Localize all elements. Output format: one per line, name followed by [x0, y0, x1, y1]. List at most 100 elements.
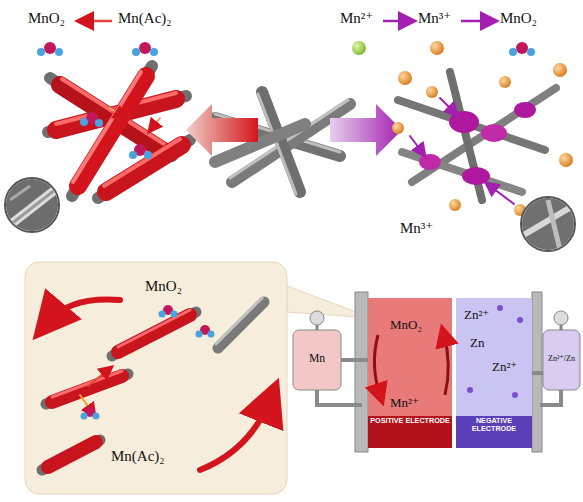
illustration-shape [456, 298, 532, 448]
illustration-shape [218, 302, 264, 348]
illustration-shape [456, 416, 532, 448]
illustration-shape [196, 331, 203, 338]
illustration-shape [440, 98, 454, 112]
illustration-shape [532, 292, 542, 452]
illustration-shape [152, 118, 160, 128]
illustration-shape [410, 136, 422, 152]
illustration-shape [368, 416, 452, 448]
illustration-shape [449, 111, 479, 133]
sem-image [520, 196, 576, 252]
illustration-shape [540, 390, 561, 405]
illustration-shape [548, 200, 560, 250]
tank-label: Mn [293, 352, 341, 365]
species-label: MnO₂ [500, 10, 537, 27]
illustration-shape [520, 196, 576, 252]
species-label: Mn(Ac)₂ [111, 448, 165, 465]
illustration-shape [514, 102, 536, 118]
illustration-shape [93, 413, 100, 420]
species-label: Mn³⁺ [400, 220, 433, 237]
illustration-shape [316, 325, 319, 330]
illustration-shape [444, 335, 448, 395]
illustration-shape [129, 151, 137, 159]
illustration-shape [559, 153, 573, 167]
illustration-shape [52, 371, 122, 397]
tank-label: Zn²⁺/Zn [543, 354, 580, 363]
illustration-shape [46, 374, 128, 404]
illustration-shape [499, 76, 511, 88]
illustration-shape [560, 325, 563, 330]
illustration-shape [118, 315, 190, 352]
illustration-shape [73, 72, 141, 182]
illustration-shape [449, 199, 461, 211]
illustration-shape [355, 292, 368, 452]
illustration-shape [517, 317, 523, 323]
illustration-shape [310, 311, 324, 325]
illustration-shape [98, 140, 190, 198]
illustration-shape [293, 330, 341, 390]
illustration-shape [55, 48, 63, 56]
illustration-shape [554, 311, 568, 325]
illustration-shape [516, 42, 528, 54]
illustration-shape [453, 298, 455, 448]
illustration-shape [4, 178, 60, 234]
illustration-shape [412, 88, 556, 182]
illustration-shape [10, 186, 30, 200]
illustration-shape [88, 370, 108, 386]
illustration-shape [216, 298, 262, 344]
illustration-shape [42, 440, 100, 470]
molecule-icons [37, 41, 535, 56]
illustration-shape [95, 119, 103, 127]
illustration-shape [402, 152, 522, 192]
illustration-shape [426, 86, 438, 98]
illustration-shape [512, 392, 518, 398]
illustration-shape [553, 63, 567, 77]
reaction-arrow [383, 20, 408, 23]
illustration-shape [80, 118, 88, 126]
pipe-connector [341, 358, 368, 362]
deposit-rods [392, 63, 573, 216]
flow-battery [293, 292, 580, 452]
species-label: Mn²⁺ [340, 10, 373, 27]
illustration-shape [48, 442, 96, 467]
illustration-shape [509, 48, 517, 56]
illustration-shape [467, 387, 473, 393]
illustration-shape [430, 41, 444, 55]
illustration-shape [171, 311, 178, 318]
reaction-arrow [461, 20, 490, 23]
electrolyte-tank: Mn [293, 330, 341, 390]
sem-image [4, 178, 60, 234]
species-label: Mn(Ac)₂ [118, 10, 172, 27]
illustration-shape [398, 71, 412, 85]
illustration-shape [144, 151, 152, 159]
illustration-shape [392, 122, 404, 134]
electrode-label: NEGATIVE ELECTRODE [456, 417, 532, 434]
process-arrow [330, 104, 402, 156]
process-arrow [186, 104, 258, 156]
illustration-shape [132, 48, 140, 56]
inset-panel [25, 262, 287, 494]
species-label: MnO₂ [390, 318, 422, 333]
illustration-shape [106, 145, 182, 192]
species-label: Zn²⁺ [492, 360, 517, 375]
illustration-shape [490, 186, 514, 204]
illustration-shape [44, 42, 56, 54]
illustration-shape [497, 305, 503, 311]
illustration-shape [118, 310, 190, 347]
illustration-shape [6, 186, 60, 228]
species-label: Zn²⁺ [464, 308, 489, 323]
species-label: MnO₂ [145, 278, 182, 295]
illustration-shape [352, 41, 366, 55]
pipe-connector [532, 371, 543, 375]
illustration-shape [521, 197, 575, 251]
illustration-shape [104, 139, 180, 186]
illustration-shape [159, 311, 166, 318]
inset-rods [42, 298, 270, 470]
electrolyte-tank: Zn²⁺/Zn [543, 330, 580, 390]
illustration-shape [374, 335, 380, 395]
illustration-shape [543, 330, 580, 390]
illustration-shape [37, 48, 45, 56]
illustration-shape [48, 299, 120, 322]
coated-rods [48, 66, 190, 198]
